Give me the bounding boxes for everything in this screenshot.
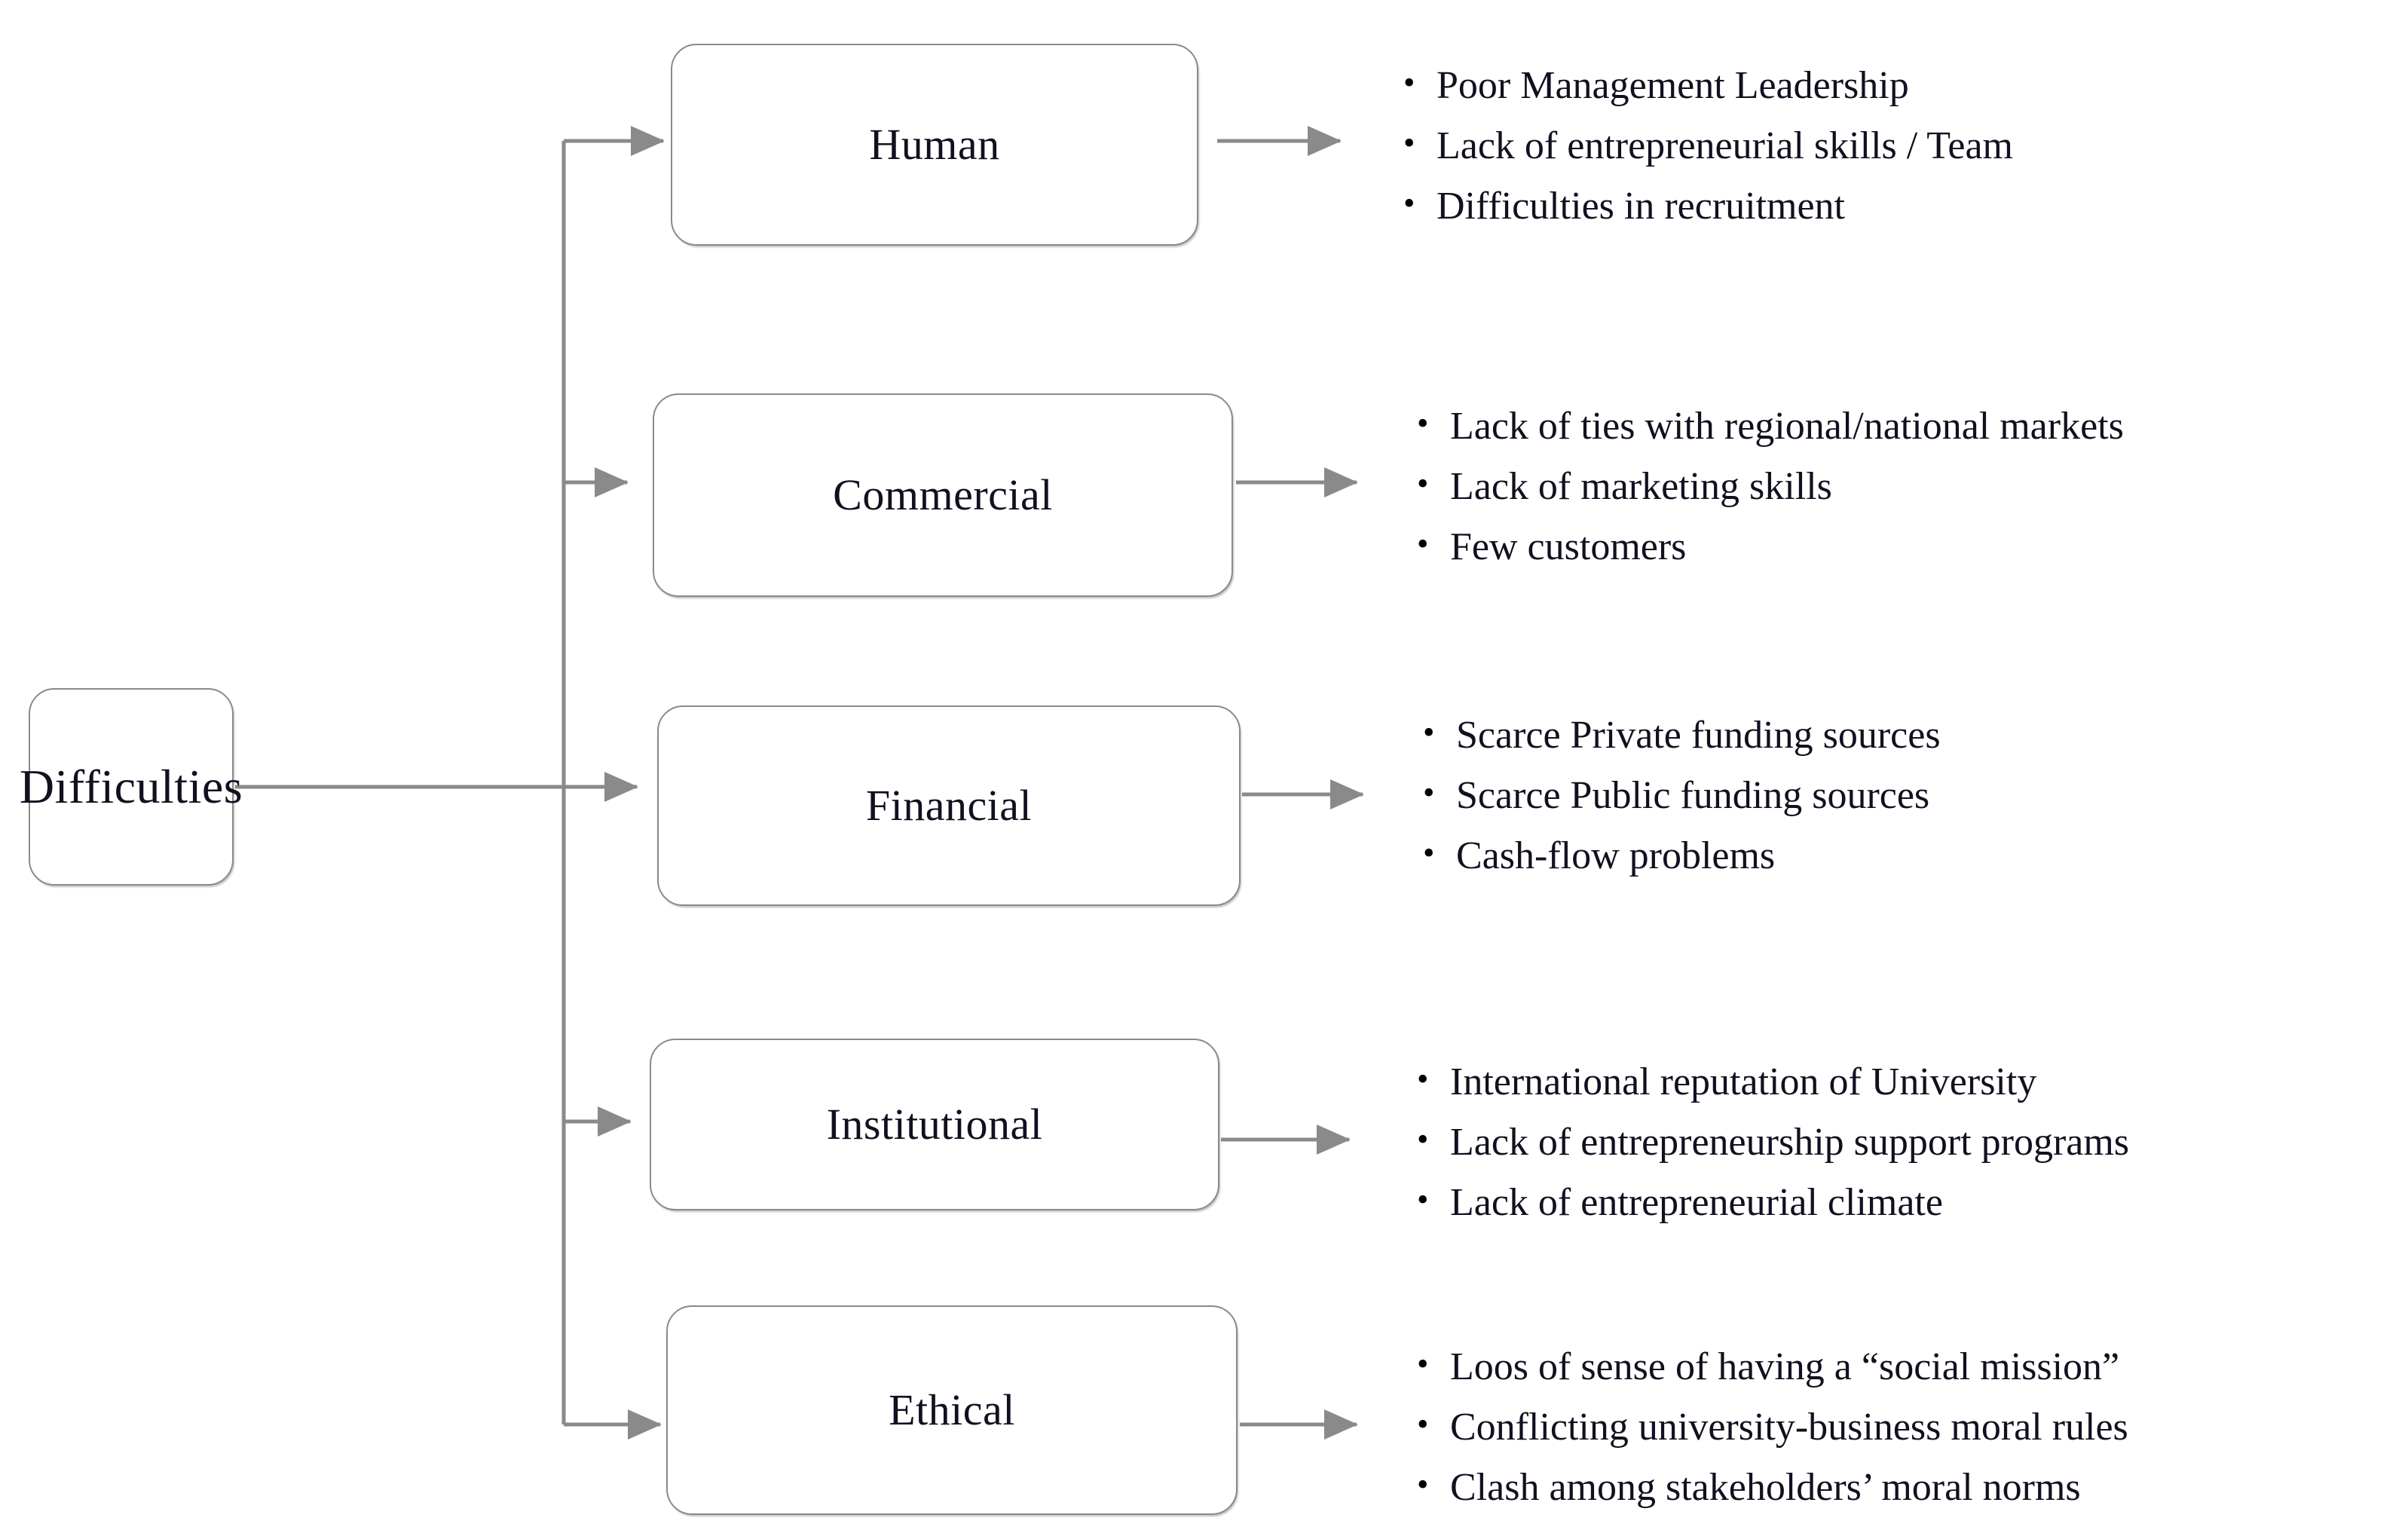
node-human-label: Human	[869, 120, 1000, 169]
bullet-icon: •	[1403, 185, 1415, 222]
bullet-icon: •	[1417, 465, 1429, 502]
bullet-icon: •	[1417, 405, 1429, 442]
list-item-label: Conflicting university-business moral ru…	[1450, 1406, 2128, 1449]
node-commercial-label: Commercial	[833, 470, 1053, 519]
list-item: • Lack of marketing skills	[1417, 467, 2124, 528]
bullet-icon: •	[1417, 1060, 1429, 1097]
items-institutional: • International reputation of University…	[1417, 1063, 2129, 1244]
items-financial: • Scarce Private funding sources • Scarc…	[1423, 716, 1941, 897]
list-item: • Conflicting university-business moral …	[1417, 1408, 2128, 1468]
list-item: • Poor Management Leadership	[1403, 66, 2013, 127]
node-ethical[interactable]: Ethical	[666, 1305, 1238, 1515]
bullet-icon: •	[1417, 1406, 1429, 1443]
list-item-label: Scarce Private funding sources	[1456, 714, 1941, 757]
list-item-label: Lack of ties with regional/national mark…	[1450, 405, 2124, 448]
list-item: • Cash-flow problems	[1423, 837, 1941, 897]
list-item: • International reputation of University	[1417, 1063, 2129, 1123]
bullet-icon: •	[1403, 64, 1415, 101]
list-item-label: Lack of entrepreneurial climate	[1450, 1181, 1943, 1224]
items-ethical: • Loos of sense of having a “social miss…	[1417, 1348, 2128, 1528]
items-commercial: • Lack of ties with regional/national ma…	[1417, 407, 2124, 588]
list-item: • Loos of sense of having a “social miss…	[1417, 1348, 2128, 1408]
node-human[interactable]: Human	[671, 44, 1198, 246]
list-item: • Lack of entrepreneurship support progr…	[1417, 1123, 2129, 1183]
list-item-label: Lack of entrepreneurship support program…	[1450, 1121, 2130, 1164]
list-item-label: Difficulties in recruitment	[1437, 185, 1845, 228]
bullet-icon: •	[1423, 774, 1435, 811]
bullet-icon: •	[1417, 1181, 1429, 1218]
bullet-icon: •	[1417, 525, 1429, 562]
list-item-label: Cash-flow problems	[1456, 834, 1776, 877]
bullet-icon: •	[1417, 1466, 1429, 1503]
list-item: • Difficulties in recruitment	[1403, 187, 2013, 247]
bullet-icon: •	[1423, 714, 1435, 751]
list-item: • Clash among stakeholders’ moral norms	[1417, 1468, 2128, 1528]
node-institutional[interactable]: Institutional	[650, 1039, 1219, 1210]
node-difficulties[interactable]: Difficulties	[20, 688, 243, 886]
list-item: • Lack of entrepreneurial climate	[1417, 1183, 2129, 1244]
list-item-label: Lack of marketing skills	[1450, 465, 1832, 508]
node-institutional-label: Institutional	[826, 1100, 1043, 1149]
node-ethical-label: Ethical	[889, 1385, 1015, 1434]
bullet-icon: •	[1403, 124, 1415, 161]
node-commercial[interactable]: Commercial	[653, 393, 1233, 597]
list-item-label: Few customers	[1450, 525, 1687, 568]
items-human: • Poor Management Leadership • Lack of e…	[1403, 66, 2013, 247]
list-item-label: Poor Management Leadership	[1437, 64, 1909, 107]
list-item: • Few customers	[1417, 528, 2124, 588]
node-difficulties-label: Difficulties	[19, 760, 243, 813]
list-item-label: International reputation of University	[1450, 1060, 2037, 1103]
bullet-icon: •	[1423, 834, 1435, 871]
list-item: • Lack of ties with regional/national ma…	[1417, 407, 2124, 467]
bullet-icon: •	[1417, 1345, 1429, 1382]
list-item: • Lack of entrepreneurial skills / Team	[1403, 127, 2013, 187]
list-item-label: Clash among stakeholders’ moral norms	[1450, 1466, 2081, 1509]
list-item: • Scarce Public funding sources	[1423, 776, 1941, 837]
list-item-label: Scarce Public funding sources	[1456, 774, 1930, 817]
bullet-icon: •	[1417, 1121, 1429, 1158]
node-financial-label: Financial	[865, 781, 1033, 830]
list-item-label: Loos of sense of having a “social missio…	[1450, 1345, 2120, 1388]
node-financial[interactable]: Financial	[657, 705, 1241, 906]
list-item-label: Lack of entrepreneurial skills / Team	[1437, 124, 2013, 167]
list-item: • Scarce Private funding sources	[1423, 716, 1941, 776]
